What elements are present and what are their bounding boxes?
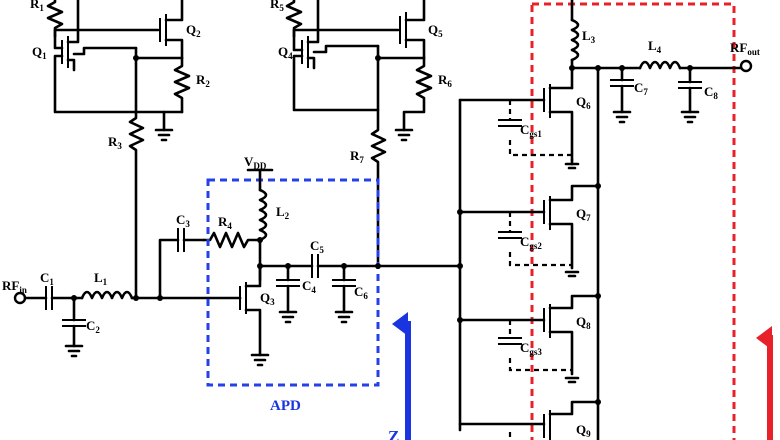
label-cgs2: Cgs2 <box>520 234 542 251</box>
label-c5: C5 <box>310 238 324 255</box>
label-r3: R3 <box>108 134 122 151</box>
label-q3: Q3 <box>260 290 275 307</box>
input-network <box>13 228 262 358</box>
label-l2: L2 <box>276 204 290 221</box>
label-l3: L3 <box>582 28 596 45</box>
label-c2: C2 <box>86 318 100 335</box>
label-l4: L4 <box>648 38 662 55</box>
label-rfout: RFout <box>730 40 760 57</box>
label-r2: R2 <box>196 72 210 89</box>
label-rfin: RFin <box>2 278 27 295</box>
label-q5: Q5 <box>428 22 443 39</box>
label-c1: C1 <box>40 270 54 287</box>
label-r6: R6 <box>438 72 452 89</box>
impedance-arrows <box>392 312 773 440</box>
label-apd: APD <box>270 398 301 414</box>
bias-network-left <box>46 0 191 300</box>
label-c6: C6 <box>354 284 368 301</box>
pa-stack <box>376 0 753 440</box>
label-q2: Q2 <box>186 22 201 39</box>
label-q1: Q1 <box>32 44 47 61</box>
labels: R1 Q2 Q1 R2 R3 R5 Q5 Q4 R6 R7 VDD L2 C3 … <box>2 0 760 440</box>
label-c7: C7 <box>634 80 648 97</box>
label-r1: R1 <box>30 0 44 13</box>
pa-boundary <box>530 2 736 440</box>
apd-boundary <box>206 178 380 387</box>
label-q9: Q9 <box>576 422 591 439</box>
label-q6: Q6 <box>576 94 591 111</box>
label-q4: Q4 <box>278 44 293 61</box>
label-z: Z <box>388 427 399 440</box>
label-cgs3: Cgs3 <box>520 340 542 357</box>
label-c4: C4 <box>302 278 316 295</box>
label-q7: Q7 <box>576 206 591 223</box>
label-r4: R4 <box>218 214 232 231</box>
bias-network-center <box>285 0 433 268</box>
label-r5: R5 <box>270 0 284 13</box>
label-l1: L1 <box>94 270 108 287</box>
label-c3: C3 <box>176 212 190 229</box>
label-c8: C8 <box>704 84 718 101</box>
label-q8: Q8 <box>576 314 591 331</box>
label-r7: R7 <box>350 148 364 165</box>
apd-stage <box>206 168 381 387</box>
label-cgs1: Cgs1 <box>520 122 542 139</box>
label-vdd: VDD <box>244 154 267 171</box>
